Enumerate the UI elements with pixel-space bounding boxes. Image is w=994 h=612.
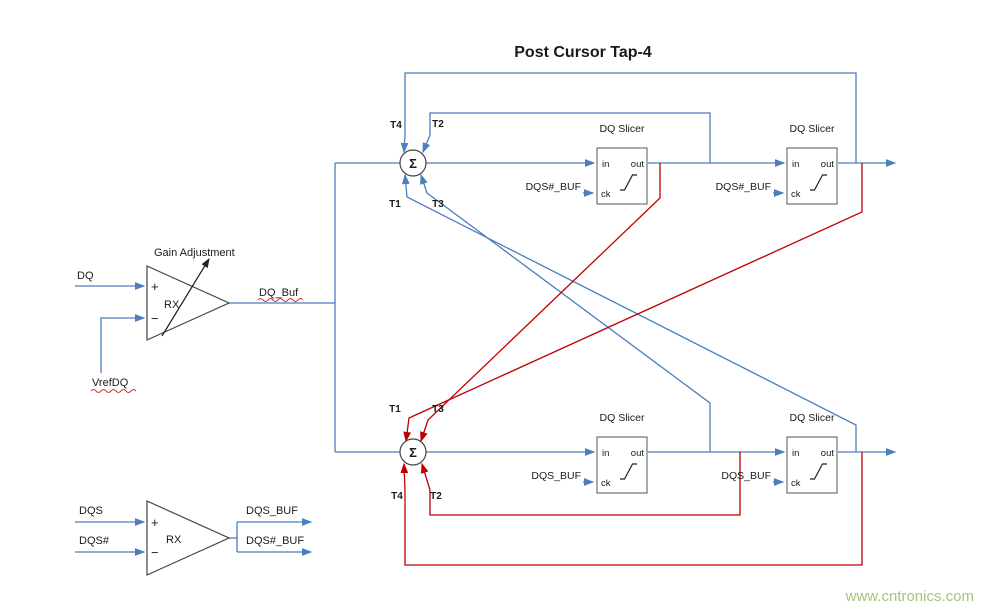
dqbuf-label: DQ_Buf bbox=[259, 287, 299, 299]
bottom-tap-t3-label: T3 bbox=[432, 404, 444, 415]
vrefdq-squiggle-icon bbox=[90, 389, 137, 393]
dq-input-label: DQ bbox=[77, 270, 94, 282]
slicer2-limiter-icon bbox=[810, 174, 827, 191]
top-summer-symbol: Σ bbox=[409, 156, 417, 171]
slicer4-pin-out: out bbox=[821, 448, 835, 459]
slicer3-pin-out: out bbox=[631, 448, 645, 459]
slicer1-box bbox=[596, 147, 648, 205]
rx-dqs-label: RX bbox=[166, 534, 182, 546]
slicer3-title: DQ Slicer bbox=[600, 412, 645, 424]
wire-cross-top-to-bottom-t3 bbox=[420, 163, 661, 443]
top-tap-t2-label: T2 bbox=[432, 119, 444, 130]
bottom-summer-circle bbox=[399, 438, 427, 466]
rx-dqs-minus: − bbox=[151, 545, 159, 560]
page-title: Post Cursor Tap-4 bbox=[514, 44, 652, 61]
rx-dq-minus: − bbox=[151, 311, 159, 326]
slicer1-title: DQ Slicer bbox=[600, 123, 645, 135]
slicer2-pin-out: out bbox=[821, 159, 835, 170]
wire-feedback-t2-bottom bbox=[420, 452, 741, 516]
slicer2-title: DQ Slicer bbox=[790, 123, 835, 135]
slicer3-pin-in: in bbox=[602, 448, 609, 459]
slicer-blocks: DQ Slicer in out ck DQS#_BUF DQ Slicer i… bbox=[526, 123, 838, 494]
slicer2-pin-ck: ck bbox=[791, 189, 801, 200]
gain-adjustment-label: Gain Adjustment bbox=[154, 247, 235, 259]
slicer3-clock-label: DQS_BUF bbox=[531, 470, 581, 482]
rx-dqs-triangle bbox=[146, 500, 231, 576]
rx-dq-triangle bbox=[146, 265, 231, 341]
slicer4-title: DQ Slicer bbox=[790, 412, 835, 424]
top-tap-t1-label: T1 bbox=[389, 199, 401, 210]
wire-dqs-out-split bbox=[229, 522, 238, 552]
slicer3-pin-ck: ck bbox=[601, 478, 611, 489]
vrefdq-input-label: VrefDQ bbox=[92, 377, 129, 389]
slicer1-pin-out: out bbox=[631, 159, 645, 170]
slicer1-pin-ck: ck bbox=[601, 189, 611, 200]
wire-cross-top-to-bottom-t1 bbox=[403, 163, 863, 443]
rx-dq-plus: + bbox=[151, 279, 159, 294]
slicer1-clock-label: DQS#_BUF bbox=[526, 181, 581, 193]
slicer4-limiter-icon bbox=[810, 463, 827, 480]
rx-dq-label: RX bbox=[164, 299, 180, 311]
dqsnbuf-output-label: DQS#_BUF bbox=[246, 535, 304, 547]
wire-vrefdq-input bbox=[100, 314, 146, 373]
dqbuf-squiggle-icon bbox=[257, 298, 304, 302]
gain-adjustment-arrow-icon bbox=[161, 257, 210, 337]
top-summer-circle bbox=[399, 149, 427, 177]
spellcheck-squiggles bbox=[90, 298, 304, 393]
slicer2-pin-in: in bbox=[792, 159, 799, 170]
slicer4-pin-in: in bbox=[792, 448, 799, 459]
wire-feedback-t4-bottom bbox=[400, 452, 863, 566]
receivers bbox=[146, 257, 231, 576]
slicer4-clock-label: DQS_BUF bbox=[721, 470, 771, 482]
summers: Σ Σ T4 T2 T1 T3 T1 T3 T4 T2 bbox=[389, 119, 444, 502]
red-wires bbox=[400, 163, 863, 566]
bottom-tap-t1-label: T1 bbox=[389, 404, 401, 415]
slicer2-box bbox=[786, 147, 838, 205]
wire-cross-bottom-to-top-t1 bbox=[401, 173, 857, 452]
slicer1-limiter-icon bbox=[620, 174, 637, 191]
bottom-tap-t4-label: T4 bbox=[391, 491, 403, 502]
rx-dqs-plus: + bbox=[151, 515, 159, 530]
wire-feedback-t4-top bbox=[400, 72, 857, 163]
dqsn-input-label: DQS# bbox=[79, 535, 110, 547]
blue-wires bbox=[75, 72, 897, 556]
wire-cross-bottom-to-top-t3 bbox=[420, 173, 711, 452]
slicer1-pin-in: in bbox=[602, 159, 609, 170]
slicer2-clock-label: DQS#_BUF bbox=[716, 181, 771, 193]
top-tap-t3-label: T3 bbox=[432, 199, 444, 210]
dqsbuf-output-label: DQS_BUF bbox=[246, 505, 298, 517]
top-tap-t4-label: T4 bbox=[390, 120, 402, 131]
slicer3-box bbox=[596, 436, 648, 494]
bottom-tap-t2-label: T2 bbox=[430, 491, 442, 502]
dqs-input-label: DQS bbox=[79, 505, 103, 517]
bottom-summer-symbol: Σ bbox=[409, 445, 417, 460]
receiver-labels: Gain Adjustment DQ VrefDQ DQ_Buf + − RX … bbox=[77, 247, 304, 560]
wire-feedback-t2-top bbox=[422, 112, 711, 163]
watermark: www.cntronics.com bbox=[845, 588, 974, 605]
slicer3-limiter-icon bbox=[620, 463, 637, 480]
slicer4-pin-ck: ck bbox=[791, 478, 801, 489]
slicer4-box bbox=[786, 436, 838, 494]
